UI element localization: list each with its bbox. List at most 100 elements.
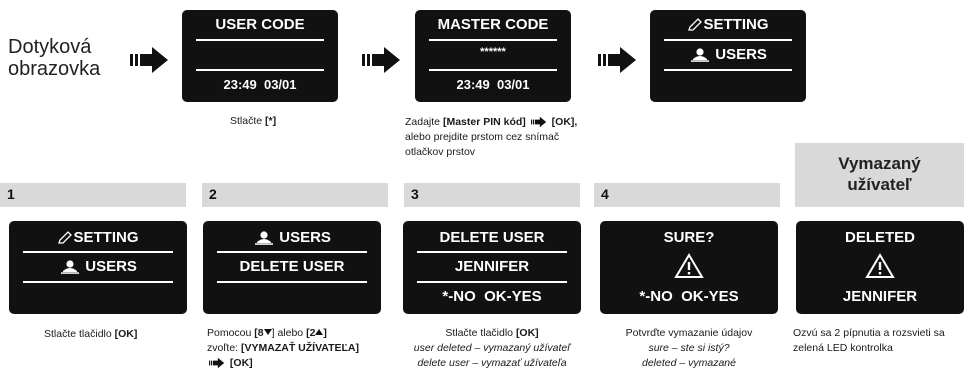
- press-star-caption: Stlačte [*]: [230, 114, 276, 129]
- step-number: 2: [209, 186, 217, 202]
- time-value: 23:49: [456, 77, 490, 92]
- screen-divider: [429, 39, 557, 41]
- users-label: USERS: [85, 258, 137, 275]
- screen-divider: [23, 251, 173, 253]
- triangle-down-icon: [263, 329, 272, 335]
- result-title-box: Vymazaný užívateľ: [795, 143, 964, 207]
- caption-key: [2: [306, 327, 316, 339]
- pencil-icon: [688, 18, 703, 31]
- caption-italic: user deleted – vymazaný užívateľ: [413, 342, 571, 354]
- master-code-screen: MASTER CODE ****** 23:49 03/01: [415, 10, 571, 102]
- user-code-datetime: 23:49 03/01: [182, 77, 338, 92]
- screen-divider: [429, 69, 557, 71]
- user-code-screen: USER CODE 23:49 03/01: [182, 10, 338, 102]
- step-number: 3: [411, 186, 419, 202]
- step4-caption: Potvrďte vymazanie údajov sure – ste si …: [594, 326, 784, 371]
- result-title-line2: užívateľ: [847, 175, 912, 194]
- caption-key: [*]: [265, 115, 277, 127]
- caption-text: ] alebo: [271, 327, 307, 339]
- intro-label-line1: Dotyková: [8, 36, 92, 58]
- step1-caption: Stlačte tlačidlo [OK]: [44, 327, 137, 342]
- warning-icon: [865, 253, 895, 278]
- step4-caption-line3: deleted – vymazané: [594, 356, 784, 371]
- step2-caption: Pomocou [8 ] alebo [2] zvoľte: [VYMAZAŤ U…: [207, 326, 359, 371]
- caption-key: [VYMAZAŤ UŽÍVATEĽA]: [241, 342, 360, 354]
- flow-arrow-icon: [362, 47, 400, 73]
- users-label: USERS: [279, 229, 331, 246]
- step5-caption-line1: Ozvú sa 2 pípnutia a rozsvieti sa: [793, 327, 945, 339]
- step-number: 4: [601, 186, 609, 202]
- step2-caption-line3: [OK]: [207, 356, 359, 371]
- screen-divider: [664, 39, 792, 41]
- step-bar-3: 3: [404, 183, 580, 207]
- user-name-label: JENNIFER: [454, 258, 530, 275]
- screen-divider: [217, 281, 367, 283]
- step3-caption-line3: delete user – vymazať užívateľa: [404, 356, 580, 371]
- master-caption-line3: otlačkov prstov: [405, 146, 476, 158]
- step-number: 1: [7, 186, 15, 202]
- date-value: 03/01: [496, 77, 530, 92]
- caption-text: Stlačte: [230, 115, 266, 127]
- setting-label: SETTING: [73, 229, 139, 246]
- caption-text: Stlačte tlačidlo: [445, 327, 516, 339]
- caption-italic: sure – ste si istý?: [648, 342, 730, 354]
- step2-caption-line2: zvoľte: [VYMAZAŤ UŽÍVATEĽA]: [207, 341, 359, 356]
- setting-row: SETTING: [9, 229, 187, 246]
- caption-key: [8: [254, 327, 264, 339]
- users-row: USERS: [650, 46, 806, 63]
- user-icon: [61, 260, 80, 274]
- step1-screen: SETTING USERS: [9, 221, 187, 314]
- time-value: 23:49: [223, 77, 257, 92]
- screen-divider: [417, 281, 567, 283]
- user-icon: [691, 48, 710, 62]
- master-caption-line1: Zadajte [Master PIN kód] [OK],: [405, 115, 577, 130]
- caption-key: [OK],: [551, 116, 578, 128]
- master-code-datetime: 23:49 03/01: [415, 77, 571, 92]
- caption-text: Pomocou: [207, 327, 255, 339]
- step5-caption-line2: zelená LED kontrolka: [793, 342, 893, 354]
- users-row: USERS: [203, 229, 381, 246]
- step4-screen: SURE? *-NO OK-YES: [600, 221, 778, 314]
- step4-caption-line2: sure – ste si istý?: [594, 341, 784, 356]
- step5-caption: Ozvú sa 2 pípnutia a rozsvieti sa zelená…: [793, 326, 964, 356]
- flow-arrow-icon: [130, 47, 168, 73]
- step3-caption-line1: Stlačte tlačidlo [OK]: [404, 326, 580, 341]
- user-code-title: USER CODE: [215, 16, 305, 33]
- step3-screen: DELETE USER JENNIFER *-NO OK-YES: [403, 221, 581, 314]
- caption-text: Stlačte tlačidlo: [44, 328, 115, 340]
- date-value: 03/01: [263, 77, 297, 92]
- intro-label: Dotyková obrazovka: [8, 36, 100, 80]
- caption-key: [OK]: [229, 357, 253, 369]
- users-row: USERS: [9, 258, 187, 275]
- caption-key: ]: [323, 327, 327, 339]
- master-caption-line2: alebo prejdite prstom cez snímač: [405, 131, 560, 143]
- triangle-up-icon: [315, 329, 324, 335]
- master-code-title: MASTER CODE: [437, 16, 549, 33]
- intro-label-line2: obrazovka: [8, 58, 101, 80]
- screen-divider: [196, 69, 324, 71]
- setting-row: SETTING: [650, 16, 806, 33]
- screen-divider: [217, 251, 367, 253]
- caption-key: [Master PIN kód]: [442, 116, 526, 128]
- screen-divider: [664, 69, 792, 71]
- flow-arrow-icon: [530, 117, 546, 128]
- users-label: USERS: [715, 46, 767, 63]
- deleted-label: DELETED: [844, 229, 915, 246]
- step2-screen: USERS DELETE USER: [203, 221, 381, 314]
- step3-caption-line2: user deleted – vymazaný užívateľ: [404, 341, 580, 356]
- step-bar-1: 1: [0, 183, 186, 207]
- setting-users-screen: SETTING USERS: [650, 10, 806, 102]
- user-icon: [255, 231, 274, 245]
- flow-arrow-icon: [209, 358, 225, 369]
- screen-divider: [417, 251, 567, 253]
- confirm-options: *-NO OK-YES: [442, 288, 542, 305]
- caption-italic: delete user – vymazať užívateľa: [417, 357, 567, 369]
- step-bar-2: 2: [202, 183, 388, 207]
- delete-user-label: DELETE USER: [439, 229, 545, 246]
- step4-caption-line1: Potvrďte vymazanie údajov: [625, 327, 753, 339]
- pencil-icon: [58, 231, 73, 244]
- step3-caption: Stlačte tlačidlo [OK] user deleted – vym…: [404, 326, 580, 371]
- warning-icon: [674, 253, 704, 278]
- step-bar-4: 4: [594, 183, 780, 207]
- result-title-line1: Vymazaný: [838, 154, 921, 173]
